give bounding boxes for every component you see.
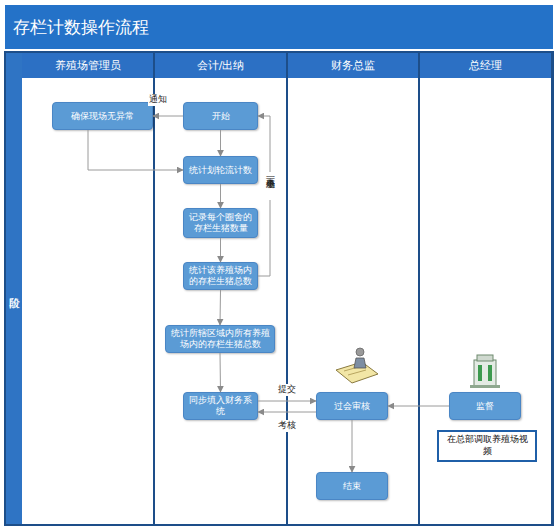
process-box: 监督 [449,392,521,420]
flow-connector [220,184,221,208]
swimlane: 会计/出纳开始统计划轮流计数记录每个圈舍的存栏生猪数量统计该养殖场内的存栏生猪总… [155,52,288,525]
process-box: 开始 [183,102,258,130]
building-roof [477,355,493,361]
connector-label: 考核 [277,420,297,432]
process-label: 监督 [454,401,516,412]
building-stripe [478,365,482,381]
note-label: 在总部调取养殖场视频 [443,434,531,458]
process-box: 记录每个圈舍的存栏生猪数量 [183,208,258,238]
swimlane: 财务总监过会审核结束 [288,52,420,525]
process-label: 统计所辖区域内所有养殖场内的存栏生猪总数 [170,328,270,349]
phase-band: 阶段 [5,52,22,525]
flow-connector [258,116,270,276]
review-icon [336,348,378,383]
process-box: 结束 [316,472,388,500]
paper-shape [336,362,378,383]
process-label: 确保现场无异常 [57,111,148,122]
lane-header: 财务总监 [288,52,418,78]
swimlane: 总经理监督在总部调取养殖场视频 [420,52,553,525]
process-label: 同步填入财务系统 [188,395,253,416]
process-label: 记录每个圈舍的存栏生猪数量 [188,212,253,233]
flow-connector [352,420,353,472]
note-box: 在总部调取养殖场视频 [437,430,537,462]
flow-connector [220,130,221,156]
process-label: 统计该养殖场内的存栏生猪总数 [188,265,253,286]
process-box: 统计所辖区域内所有养殖场内的存栏生猪总数 [165,325,275,353]
frame-border [5,52,553,525]
flow-connector [258,412,316,413]
flow-connector [220,290,222,325]
person-body [354,358,366,368]
flow-connector [258,401,316,402]
flow-connector [153,116,183,117]
process-box: 统计该养殖场内的存栏生猪总数 [183,262,258,290]
connector-label: 通知 [148,94,168,106]
flow-connector [220,353,222,392]
building-icon [470,355,500,388]
flow-connector [88,130,183,170]
process-label: 开始 [188,111,253,122]
title-bar: 存栏计数操作流程 [5,5,553,49]
flow-connector [220,238,221,262]
building-base [470,385,500,388]
process-box: 统计划轮流计数 [183,156,258,184]
swimlane: 养殖场管理员确保现场无异常 [22,52,155,525]
lane-header: 养殖场管理员 [22,52,153,78]
paper-line [348,370,366,375]
connector-label: 提交 [277,384,297,396]
person-head [356,348,364,356]
process-box: 过会审核 [316,392,388,420]
paper-line [344,366,362,371]
process-box: 同步填入财务系统 [183,392,258,420]
lane-header: 会计/出纳 [155,52,286,78]
building-body [474,360,496,386]
connector-label: 下一个养殖场 [264,172,276,200]
building-stripe [488,365,492,381]
flow-connector [388,406,449,407]
process-box: 确保现场无异常 [52,102,153,130]
lane-header: 总经理 [420,52,551,78]
process-label: 统计划轮流计数 [188,165,253,176]
process-label: 结束 [321,481,383,492]
process-label: 过会审核 [321,401,383,412]
